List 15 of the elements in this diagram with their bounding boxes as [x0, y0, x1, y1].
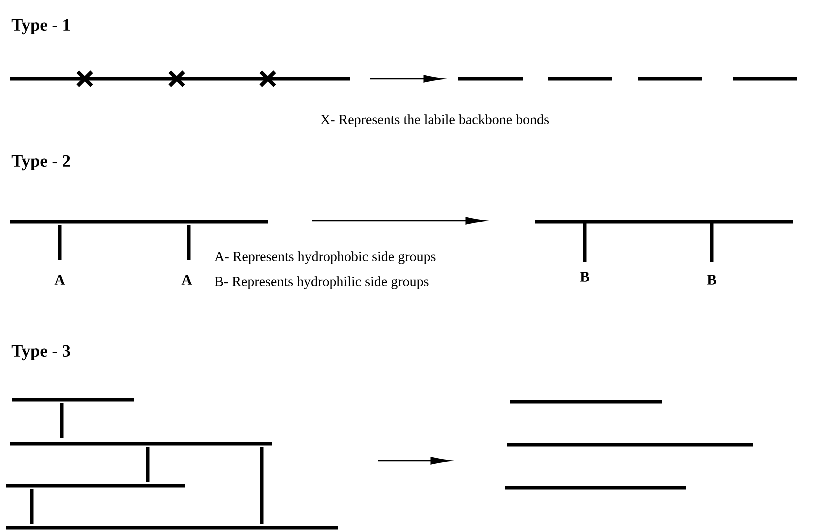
- side-group-letter: A: [54, 275, 66, 285]
- note-text: A- Represents hydrophobic side groups: [214, 252, 436, 264]
- polymer-chain-drawing: [6, 398, 338, 530]
- polymer-chain-drawing: [458, 77, 797, 81]
- polymer-chain-drawing: [10, 70, 350, 88]
- side-group-letter: B: [580, 272, 590, 282]
- arrow: [378, 457, 450, 465]
- polymer-chain-drawing: [505, 400, 753, 490]
- polymer-chain-drawing: [535, 220, 793, 262]
- note-text: X- Represents the labile backbone bonds: [320, 114, 549, 128]
- side-group-letter: B: [707, 275, 716, 285]
- arrow: [312, 217, 485, 225]
- section-heading: Type - 2: [12, 155, 70, 171]
- side-group-letter: A: [182, 275, 192, 285]
- arrow: [370, 75, 443, 83]
